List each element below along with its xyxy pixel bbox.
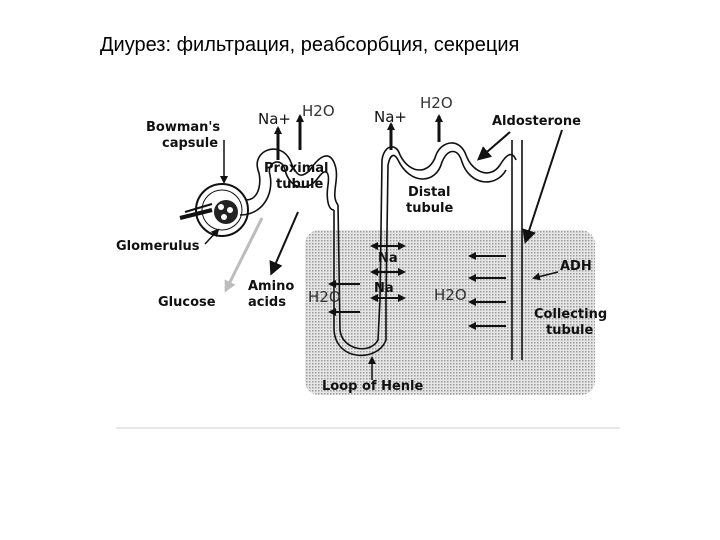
- proximal-tubule-label-2: tubule: [276, 177, 323, 192]
- na-label-top-2: Na+: [374, 108, 407, 126]
- na-label-top-1: Na+: [258, 110, 291, 128]
- na-label-loop-2: Na: [374, 281, 394, 296]
- collecting-tubule-label-2: tubule: [546, 323, 593, 338]
- na-label-loop-1: Na: [378, 251, 398, 266]
- h2o-label-top-2: H2O: [420, 94, 453, 112]
- glucose-label: Glucose: [158, 295, 216, 310]
- bowmans-capsule-label-2: capsule: [162, 136, 218, 151]
- h2o-label-top-1: H2O: [302, 102, 335, 120]
- bowmans-capsule-label-1: Bowman's: [146, 120, 220, 135]
- page-title: Диурез: фильтрация, реабсорбция, секреци…: [100, 34, 520, 56]
- amino-acids-label-2: acids: [248, 295, 286, 310]
- aldosterone-label: Aldosterone: [492, 114, 581, 129]
- adh-label: ADH: [560, 259, 592, 274]
- medulla-exchange-arrows: [328, 242, 506, 330]
- loop-of-henle-label: Loop of Henle: [322, 379, 423, 394]
- glomerulus: [179, 200, 238, 224]
- h2o-label-right: H2O: [434, 286, 467, 304]
- collecting-tubule-label-1: Collecting: [534, 307, 607, 322]
- bowmans-capsule: [195, 183, 249, 237]
- glucose-arrow: [224, 217, 264, 293]
- glomerulus-label: Glomerulus: [116, 239, 200, 254]
- distal-tubule-label-1: Distal: [408, 185, 450, 200]
- h2o-label-left: H2O: [308, 288, 341, 306]
- proximal-tubule-label-1: Proximal: [264, 161, 329, 176]
- amino-acids-label-1: Amino: [248, 279, 294, 294]
- proximal-transport-arrows: [274, 114, 443, 160]
- nephron-tubule: [239, 140, 523, 360]
- distal-tubule-label-2: tubule: [406, 201, 453, 216]
- label-pointers: [204, 129, 563, 380]
